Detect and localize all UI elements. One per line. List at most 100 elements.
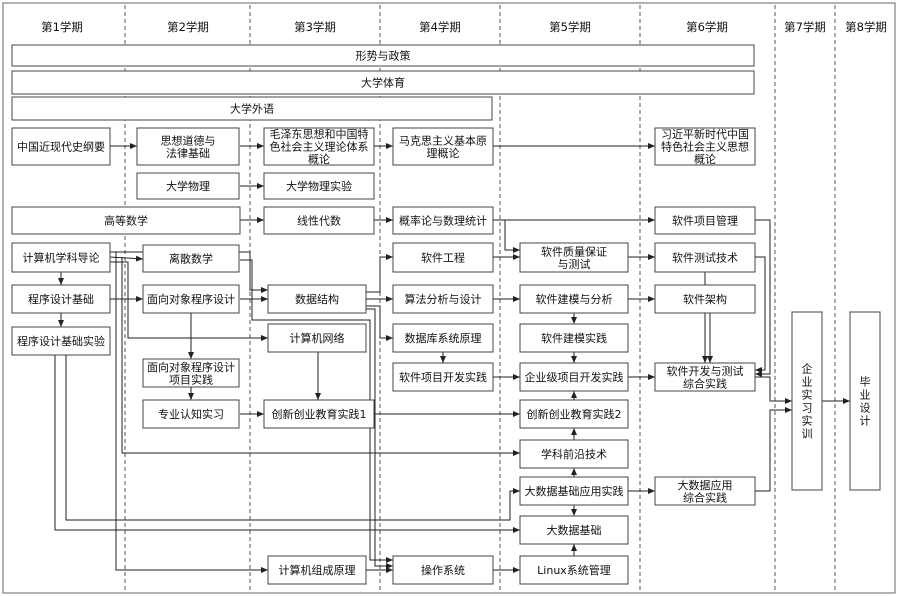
course-oop: 面向对象程序设计	[142, 284, 240, 314]
course-label: 软件测试技术	[672, 250, 738, 264]
course-internship: 企业实习实训	[791, 311, 823, 491]
course-calculus: 高等数学	[11, 206, 241, 235]
course-bigdata-basics: 大数据基础	[519, 515, 629, 545]
course-label: 计算机网络	[290, 331, 345, 345]
course-box	[392, 284, 494, 314]
semester-header: 第5学期	[549, 20, 591, 34]
course-box	[654, 476, 756, 506]
course-label: 大学体育	[361, 75, 405, 89]
course-sw-modeling: 软件建模与分析	[519, 284, 629, 314]
course-physics: 大学物理	[136, 172, 240, 200]
course-label: 软件开发与测试综合实践	[667, 363, 744, 390]
course-box	[142, 399, 240, 429]
course-box	[654, 284, 756, 314]
course-box	[267, 284, 367, 314]
course-box	[392, 127, 494, 166]
course-box	[263, 127, 375, 166]
course-box	[392, 362, 494, 392]
course-box	[263, 206, 375, 235]
course-label: 大数据基础应用实践	[525, 484, 624, 498]
course-cs-intro: 计算机学科导论	[11, 242, 111, 273]
course-label: 离散数学	[169, 251, 213, 265]
course-box	[11, 284, 111, 314]
course-label: 思想道德与法律基础	[161, 133, 216, 160]
course-oop-project: 面向对象程序设计项目实践	[142, 358, 240, 388]
semester-header: 第8学期	[845, 20, 887, 34]
prerequisite-arrow	[115, 252, 268, 573]
course-discrete-math: 离散数学	[142, 244, 240, 273]
course-label: 软件建模实践	[541, 331, 607, 345]
course-physics-lab: 大学物理实验	[263, 172, 375, 200]
course-linux: Linux系统管理	[519, 555, 629, 585]
course-box	[849, 311, 881, 491]
prerequisite-arrow	[366, 308, 393, 569]
course-sw-dev-practice: 软件项目开发实践	[392, 362, 494, 392]
course-label: 高等数学	[104, 213, 148, 227]
course-mao-thought: 毛泽东思想和中国特色社会主义理论体系概论	[263, 127, 375, 166]
course-box	[392, 555, 494, 585]
course-box	[392, 323, 494, 353]
course-label: 大数据基础	[547, 523, 602, 537]
course-label: 程序设计基础	[28, 292, 94, 306]
course-situation-policy: 形势与政策	[11, 44, 755, 67]
prerequisite-arrow	[240, 259, 393, 563]
course-innovation1: 创新创业教育实践1	[263, 399, 375, 429]
course-probability: 概率论与数理统计	[392, 206, 494, 235]
course-box	[11, 96, 493, 121]
prerequisite-arrow	[755, 256, 766, 373]
semester-header: 第7学期	[784, 20, 826, 34]
course-label: 大学物理	[166, 179, 210, 193]
course-box	[519, 323, 629, 353]
course-label: 软件建模与分析	[536, 292, 613, 306]
course-label: 软件项目开发实践	[399, 370, 487, 384]
course-box	[392, 242, 494, 273]
prerequisite-arrow	[54, 355, 520, 533]
course-sw-quality: 软件质量保证与测试	[519, 242, 629, 273]
course-label: 程序设计基础实验	[17, 334, 105, 348]
course-box	[654, 362, 756, 392]
course-programming-lab: 程序设计基础实验	[11, 326, 111, 356]
course-label: 学科前沿技术	[541, 447, 607, 461]
course-label: 线性代数	[297, 213, 341, 227]
course-box	[136, 127, 240, 166]
course-sw-project-mgmt: 软件项目管理	[654, 206, 756, 235]
prerequisite-arrow	[755, 219, 771, 377]
course-english: 大学外语	[11, 96, 493, 121]
prerequisite-arrow	[755, 407, 792, 492]
course-pe: 大学体育	[11, 70, 755, 95]
course-box	[11, 242, 111, 273]
course-label: 企业实习实训	[802, 361, 813, 440]
course-label: 数据库系统原理	[405, 331, 482, 345]
course-label: 形势与政策	[356, 48, 411, 62]
course-xi-thought: 习近平新时代中国特色社会主义思想概论	[654, 127, 756, 166]
course-label: 软件项目管理	[672, 213, 738, 227]
course-label: Linux系统管理	[537, 563, 611, 577]
course-box	[654, 206, 756, 235]
course-label: 计算机组成原理	[279, 563, 356, 577]
course-label: 算法分析与设计	[405, 292, 482, 306]
course-label: 毛泽东思想和中国特色社会主义理论体系概论	[270, 127, 369, 166]
prerequisite-arrow	[755, 376, 792, 404]
course-box	[519, 515, 629, 545]
course-label: 数据结构	[295, 292, 339, 306]
course-label: 专业认知实习	[158, 407, 224, 421]
course-box	[519, 439, 629, 469]
semester-header: 第4学期	[419, 20, 461, 34]
course-frontier: 学科前沿技术	[519, 439, 629, 469]
course-box	[519, 555, 629, 585]
course-sw-architecture: 软件架构	[654, 284, 756, 314]
course-database: 数据库系统原理	[392, 323, 494, 353]
course-innovation2: 创新创业教育实践2	[519, 399, 629, 429]
prerequisite-arrow	[109, 255, 144, 262]
course-modern-history: 中国近现代史纲要	[11, 127, 111, 166]
course-modeling-lab: 软件建模实践	[519, 323, 629, 353]
course-label: 毕业设计	[860, 375, 871, 427]
semester-header: 第2学期	[167, 20, 209, 34]
course-sw-engineering: 软件工程	[392, 242, 494, 273]
course-box	[11, 326, 111, 356]
course-label: 习近平新时代中国特色社会主义思想概论	[661, 127, 749, 166]
course-label: 操作系统	[421, 563, 465, 577]
course-box	[654, 127, 756, 166]
